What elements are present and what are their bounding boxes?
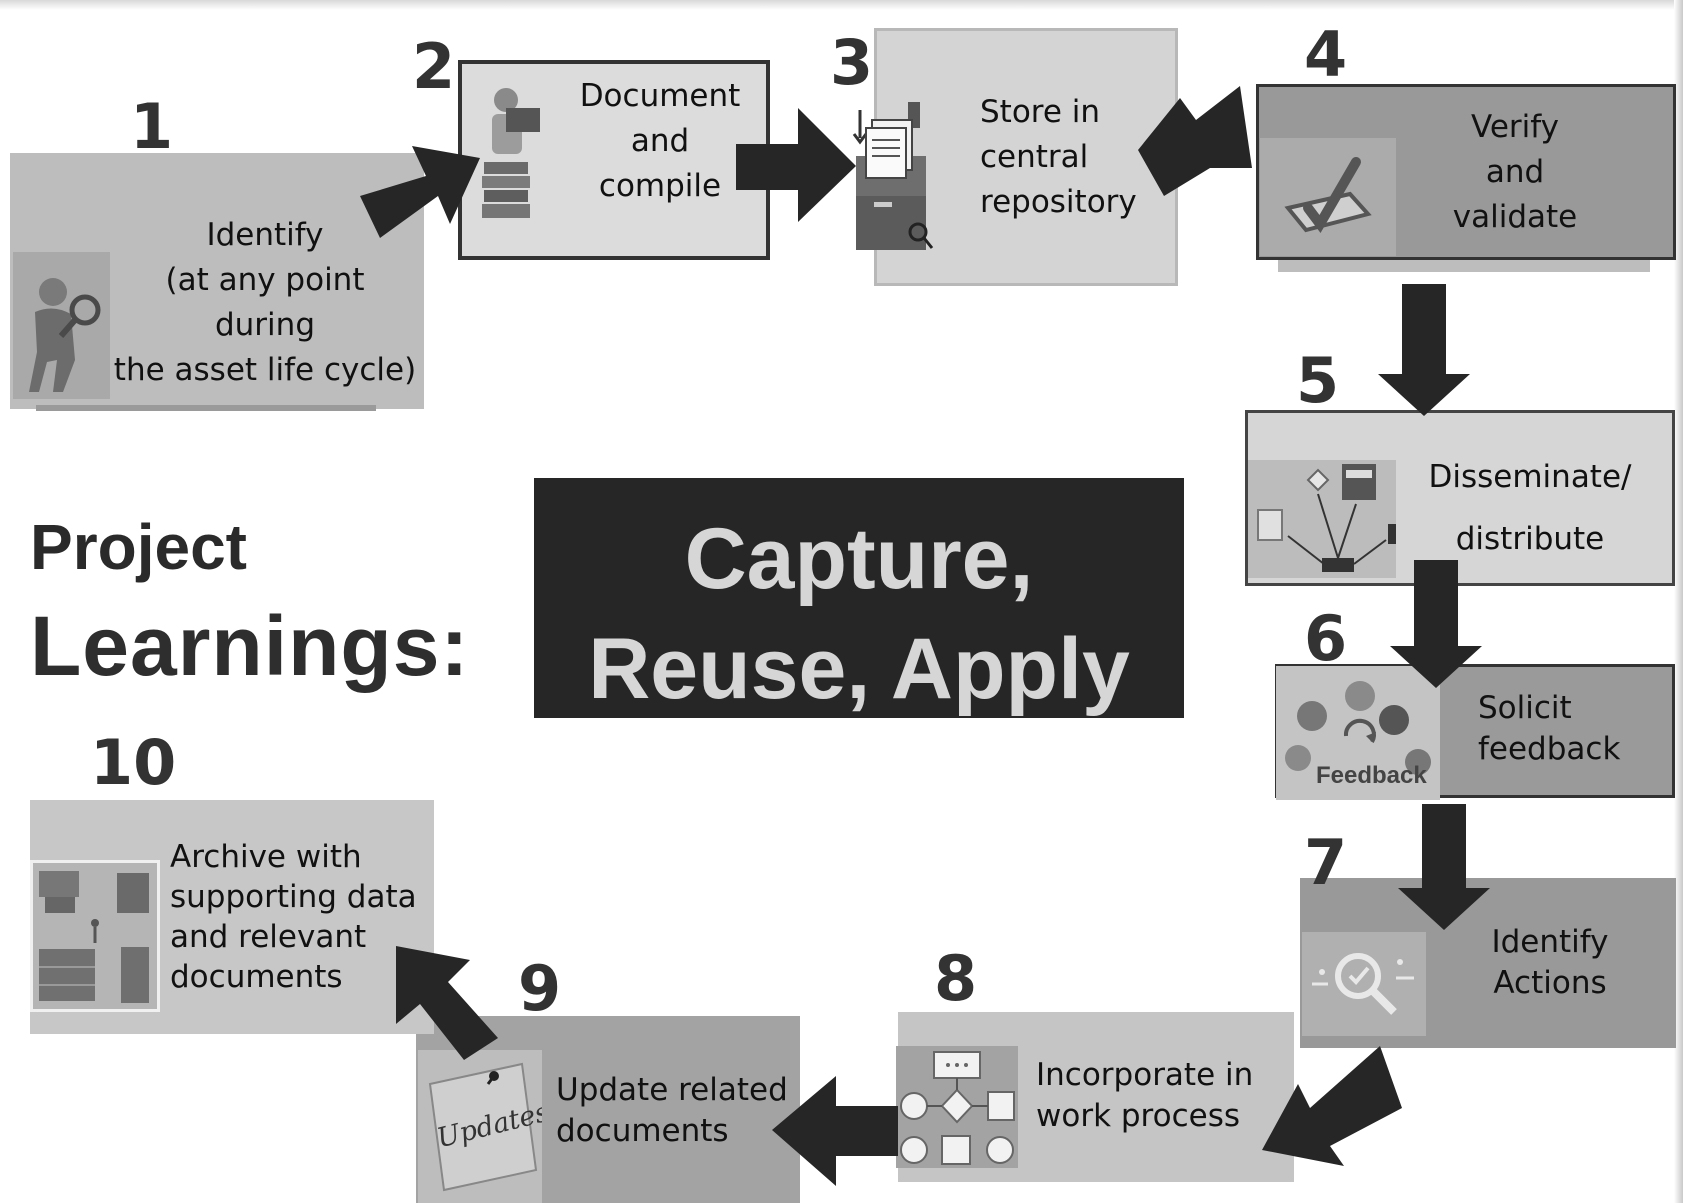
arrow-8-to-9	[772, 1076, 898, 1186]
sticky-note-icon: Updates	[418, 1050, 542, 1203]
diagram-title-line2: Learnings:	[30, 599, 470, 693]
step-7-number: 7	[1304, 826, 1348, 899]
step-10-label: Archive with supporting data and relevan…	[170, 839, 417, 995]
step-1-number: 1	[130, 90, 174, 163]
arrow-2-to-3	[736, 108, 856, 222]
office-archive-icon	[30, 860, 160, 1012]
step-1-label: Identify (at any point during the asset …	[113, 217, 417, 388]
reading-person-icon	[476, 84, 548, 224]
step-2-number: 2	[412, 30, 456, 103]
step-4-label: Verify and validate	[1452, 109, 1578, 235]
step-8-number: 8	[934, 942, 978, 1015]
arrow-9-to-10	[396, 946, 498, 1060]
arrow-5-to-6	[1390, 560, 1482, 688]
arrow-7-to-8	[1262, 1046, 1402, 1166]
step-6-label: Solicit feedback	[1478, 690, 1621, 767]
search-magnifier-icon	[1302, 932, 1426, 1036]
flowchart-icon	[896, 1046, 1018, 1168]
step-5-number: 5	[1296, 344, 1340, 417]
checkmark-icon	[1260, 138, 1396, 256]
right-border	[1674, 0, 1683, 1203]
step-3-number: 3	[830, 26, 874, 99]
file-cabinet-icon	[846, 98, 936, 254]
step-8-label: Incorporate in work process	[1036, 1057, 1254, 1134]
arrow-6-to-7	[1398, 804, 1490, 930]
step-1-shadow	[36, 405, 376, 411]
step-9-number: 9	[518, 952, 562, 1025]
arrow-1-to-2	[360, 146, 480, 238]
feedback-icon-text: Feedback	[1316, 762, 1427, 789]
network-devices-icon	[1248, 460, 1396, 578]
step-4-shadow	[1278, 260, 1650, 272]
step-2-label: Document and compile	[579, 78, 741, 204]
center-banner: Capture, Reuse, Apply	[534, 478, 1184, 718]
arrow-3-to-4	[1138, 86, 1252, 196]
top-border	[0, 0, 1683, 10]
step-7-label: Identify Actions	[1491, 924, 1609, 1001]
magnifier-person-icon	[13, 252, 110, 399]
arrow-4-to-5	[1378, 284, 1470, 416]
step-4-number: 4	[1304, 18, 1348, 91]
step-10-number: 10	[90, 726, 177, 799]
center-banner-text: Capture, Reuse, Apply	[588, 511, 1130, 717]
step-3-label: Store in central repository	[980, 94, 1137, 220]
step-6-number: 6	[1304, 602, 1348, 675]
step-5-label: Disseminate/ distribute	[1428, 459, 1632, 557]
diagram-title-line1: Project	[30, 511, 247, 583]
step-9-label: Update related documents	[556, 1072, 788, 1149]
feedback-bubbles-icon: Feedback	[1276, 666, 1440, 800]
